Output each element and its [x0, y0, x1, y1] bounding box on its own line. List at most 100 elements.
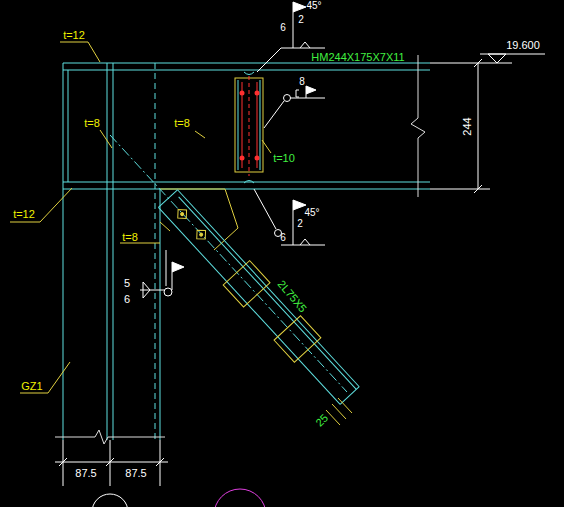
weld-angle: 45°: [305, 1, 322, 11]
dimension-lines: [480, 54, 545, 55]
column: [63, 63, 64, 440]
angle-brace: [223, 261, 270, 307]
weld-size: 6: [279, 23, 287, 33]
column: [68, 70, 69, 182]
weld-symbols: [300, 239, 310, 245]
dimension-lines: [478, 63, 479, 189]
splice-plate: [244, 72, 254, 75]
gusset-plate: [110, 135, 347, 392]
column: [160, 189, 161, 440]
dimension-lines: [474, 185, 482, 193]
splice-plate: [255, 91, 260, 96]
weld-length: 6: [123, 294, 131, 305]
weld-size: 8: [298, 77, 306, 87]
angle-brace: [177, 190, 359, 387]
leader-lines: [60, 42, 100, 62]
splice-plate: [238, 80, 239, 170]
dimension-lines: [430, 63, 512, 64]
dimension: 87.5: [124, 468, 147, 479]
splice-plate: [235, 72, 263, 183]
weld-symbols: [140, 290, 164, 291]
weld-symbols: [140, 2, 325, 298]
leader-lines: [10, 188, 72, 222]
weld-symbols: [143, 282, 150, 298]
angle-brace: [155, 186, 363, 407]
beam: [63, 189, 430, 190]
dimension: 87.5: [74, 468, 97, 479]
dimension-lines: [332, 404, 346, 419]
weld-angle: 45°: [303, 208, 320, 218]
leader-lines: [195, 131, 205, 138]
weld-symbols: [293, 2, 306, 48]
weld-symbols: [166, 250, 167, 286]
weld-size: 5: [123, 278, 131, 289]
grid-bubbles: [92, 494, 128, 507]
splice-plate: [240, 156, 245, 161]
dimension-lines: [326, 398, 352, 425]
splice-plate: [249, 76, 250, 176]
gusset-plate: [110, 135, 347, 392]
angle-brace: [158, 207, 340, 404]
splice-plate: [240, 91, 260, 161]
grid-bubbles: [214, 489, 266, 507]
beam: [63, 55, 430, 197]
weld-symbols: [264, 101, 284, 128]
dimension-lines: [106, 458, 114, 466]
weld-gap: 2: [297, 15, 305, 25]
weld-symbols: [254, 189, 276, 229]
dimension-lines: [55, 54, 545, 486]
angle-brace: [340, 387, 359, 405]
dimension: 244: [461, 116, 472, 136]
splice-plate: [240, 91, 245, 96]
weld-symbols: [172, 262, 184, 290]
weld-symbols: [164, 288, 172, 296]
member-mark: GZ1: [20, 381, 43, 392]
column: [113, 63, 114, 440]
splice-plate: [255, 156, 260, 161]
plate-thickness: t=10: [272, 153, 296, 164]
beam: [63, 63, 430, 64]
weld-symbols: [290, 98, 325, 99]
column: [55, 63, 165, 444]
leader-lines: [10, 42, 271, 393]
leader-lines: [100, 130, 112, 148]
beam: [63, 182, 430, 183]
plate-thickness: t=12: [62, 30, 86, 41]
weld-symbols: [281, 245, 325, 246]
beam: [411, 55, 425, 197]
leader-lines: [262, 140, 271, 153]
weld-symbols: [300, 42, 310, 48]
column: [155, 63, 156, 440]
plate-thickness: t=12: [12, 209, 36, 220]
elevation: 19.600: [505, 40, 541, 51]
angle-brace: [199, 232, 203, 236]
dimension-lines: [55, 462, 168, 463]
angle-brace: [158, 190, 359, 405]
beam: [63, 70, 430, 71]
angle-brace: [174, 206, 191, 223]
leader-lines: [20, 362, 70, 393]
dimension-lines: [156, 458, 164, 466]
dimension-lines: [488, 54, 506, 63]
dimension-lines: [338, 398, 352, 413]
column: [107, 63, 108, 440]
dimension-lines: [430, 189, 490, 190]
plate-thickness: t=8: [173, 118, 191, 129]
plate-thickness: t=8: [83, 118, 101, 129]
weld-symbols: [284, 95, 291, 102]
weld-symbols: [293, 200, 306, 245]
splice-plate: [260, 80, 261, 170]
member-size: 2L75X5: [275, 277, 309, 315]
angle-brace: [179, 197, 357, 390]
dimension: 25: [313, 411, 331, 429]
leader-lines: [120, 243, 160, 244]
dimension-lines: [474, 59, 482, 67]
angle-brace: [158, 190, 177, 208]
grid-bubbles: [92, 489, 266, 507]
dimension-lines: [59, 458, 67, 466]
member-size: HM244X175X7X11: [310, 52, 405, 63]
weld-gap: 2: [296, 219, 304, 229]
splice-plate: [244, 181, 254, 184]
